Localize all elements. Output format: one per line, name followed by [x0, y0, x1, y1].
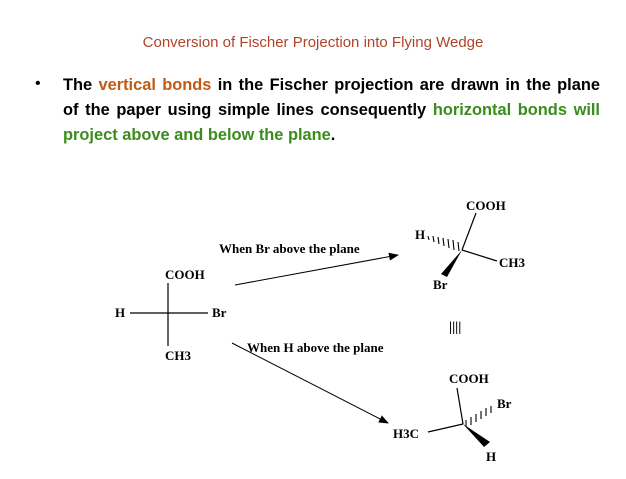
lower-cooh-label: COOH: [449, 371, 489, 386]
upper-wedge-bond: [441, 250, 462, 277]
upper-bond-cooh: [461, 212, 477, 251]
lower-bond-cooh: [456, 387, 464, 425]
slide-title: Conversion of Fischer Projection into Fl…: [142, 34, 484, 51]
lower-arrow-label: When H above the plane: [247, 340, 384, 355]
fischer-bottom-label: CH3: [165, 348, 192, 363]
lower-wedge-bond: [463, 424, 490, 447]
fischer-top-label: COOH: [165, 267, 205, 282]
lower-h3c-label: H3C: [393, 426, 419, 441]
fischer-right-label: Br: [212, 305, 227, 320]
bullet-dot-icon: •: [35, 75, 41, 92]
upper-hashed-bond: [427, 235, 460, 252]
highlight-horizontal-bonds: horizontal bonds will project above and …: [63, 101, 600, 144]
upper-arrow-label: When Br above the plane: [219, 241, 360, 256]
lower-arrow: [231, 342, 389, 424]
equivalence-symbol: ||||: [449, 320, 461, 335]
upper-bond-ch3: [461, 249, 498, 262]
upper-h-label: H: [415, 227, 425, 242]
fischer-left-label: H: [115, 305, 125, 320]
flying-wedge-upper: COOH H CH3 Br: [415, 198, 526, 292]
upper-arrow: [234, 252, 399, 286]
highlight-vertical-bonds: vertical bonds: [98, 76, 212, 94]
upper-cooh-label: COOH: [466, 198, 506, 213]
bullet-text-part2: in the Fischer projection are drawn in t…: [63, 76, 600, 119]
upper-br-label: Br: [433, 277, 448, 292]
upper-ch3-label: CH3: [499, 255, 526, 270]
flying-wedge-lower: COOH Br H3C H: [393, 371, 512, 464]
fischer-projection: COOH H Br CH3: [115, 267, 227, 363]
bullet-text-period: .: [330, 126, 336, 144]
lower-br-label: Br: [497, 396, 512, 411]
bullet-text: The vertical bonds in the Fischer projec…: [63, 73, 600, 148]
lower-bond-h3c: [427, 423, 464, 433]
lower-hashed-bond: [465, 406, 492, 427]
bullet-text-part1: The: [63, 76, 99, 94]
lower-h-label: H: [486, 449, 496, 464]
